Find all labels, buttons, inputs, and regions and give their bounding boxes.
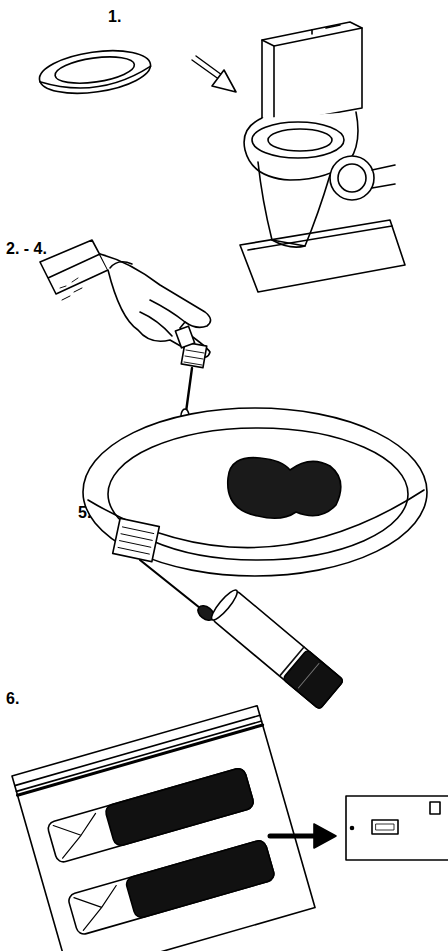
placement-arrow [192,56,236,92]
step-number: 1. [108,8,121,26]
step-number: 5. [78,504,91,522]
swab [113,518,217,623]
plate-with-sample [83,408,427,576]
step-number: 6. [6,690,19,708]
sample-tube [208,587,344,709]
mail-envelope [346,796,448,860]
gloved-hand [40,240,211,423]
step-number: 2. - 4. [6,240,47,258]
paper-plate [37,44,153,99]
mail-arrow [270,824,336,848]
specimen-bag [12,706,315,951]
toilet [240,22,405,292]
